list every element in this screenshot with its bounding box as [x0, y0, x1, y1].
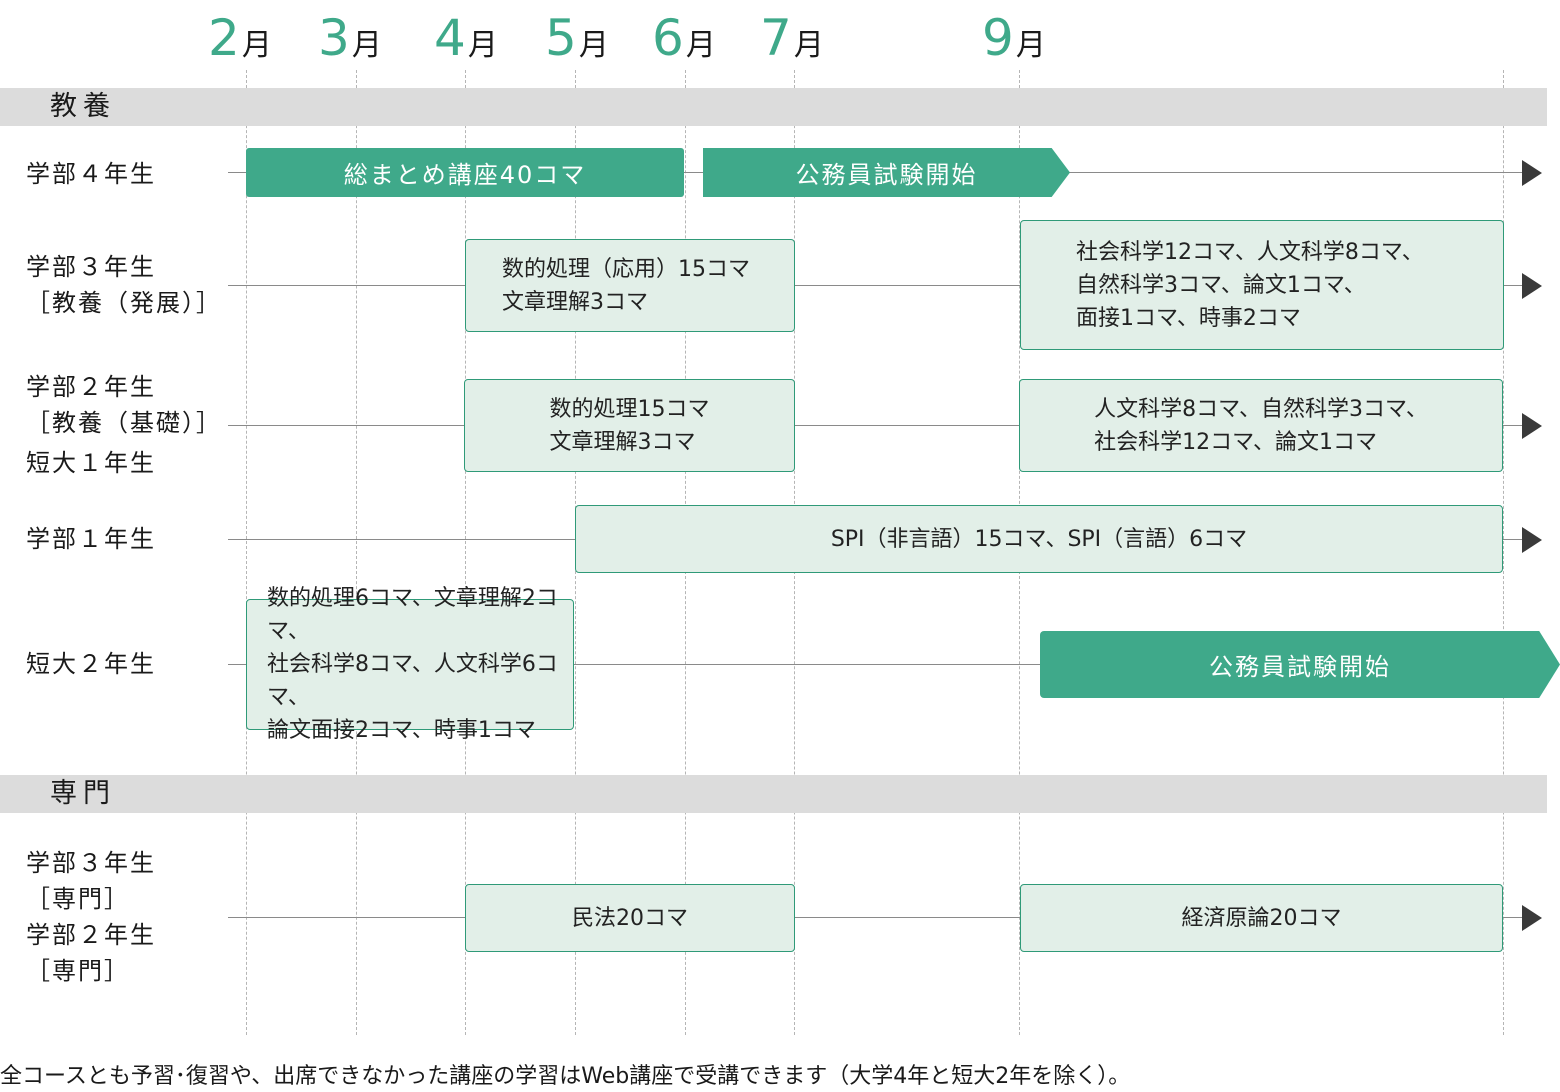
month-header-may: 5月 [545, 9, 609, 67]
section-band-senmon: 専門 [0, 775, 1547, 813]
timeline-line [228, 425, 1523, 426]
gridline-mar [356, 70, 357, 1035]
month-header-apr: 4月 [434, 9, 498, 67]
gridline-apr [465, 70, 466, 1035]
row-label-year2-basic: 学部２年生［教養（基礎）］短大１年生 [26, 373, 222, 477]
arrow-right-icon [1522, 160, 1542, 186]
section-title: 専門 [50, 778, 116, 809]
course-box: 数的処理6コマ、文章理解2コマ、社会科学8コマ、人文科学6コマ、論文面接2コマ、… [246, 586, 574, 743]
month-header-feb: 2月 [208, 9, 272, 67]
row-label-year3-advanced: 学部３年生［教養（発展）］ [26, 253, 222, 317]
timeline-line [228, 917, 1523, 918]
gridline-feb [246, 70, 247, 1035]
section-title: 教養 [50, 91, 116, 122]
timeline-line [228, 285, 1523, 286]
gridline-end [1503, 70, 1504, 1035]
exam-start-flag: 公務員試験開始 [703, 148, 1070, 197]
section-band-kyoyo: 教養 [0, 88, 1547, 126]
month-header-mar: 3月 [318, 9, 382, 67]
course-box: 社会科学12コマ、人文科学8コマ、自然科学3コマ、論文1コマ、面接1コマ、時事2… [1020, 220, 1504, 350]
course-box: 数的処理（応用）15コマ文章理解3コマ [465, 239, 795, 332]
course-box-civil-law: 民法20コマ [465, 884, 795, 952]
exam-start-flag: 公務員試験開始 [1040, 631, 1560, 698]
course-box-spi: SPI（非言語）15コマ、SPI（言語）6コマ [575, 505, 1503, 573]
course-box-economics: 経済原論20コマ [1020, 884, 1503, 952]
timeline-line [228, 664, 1540, 665]
month-header-jun: 6月 [652, 9, 716, 67]
footnote: 全コースとも予習･復習や、出席できなかった講座の学習はWeb講座で受講できます（… [0, 1064, 1131, 1089]
course-bar-summary: 総まとめ講座40コマ [246, 148, 684, 197]
month-header-sep: 9月 [982, 9, 1046, 67]
course-box: 人文科学8コマ、自然科学3コマ、社会科学12コマ、論文1コマ [1019, 379, 1503, 472]
course-box: 数的処理15コマ文章理解3コマ [464, 379, 795, 472]
row-label-junior2: 短大２年生 [26, 650, 156, 678]
arrow-right-icon [1522, 413, 1542, 439]
row-label-year4: 学部４年生 [26, 160, 156, 188]
month-header-jul: 7月 [760, 9, 824, 67]
arrow-right-icon [1522, 905, 1542, 931]
row-label-year1: 学部１年生 [26, 525, 156, 553]
arrow-right-icon [1522, 273, 1542, 299]
arrow-right-icon [1522, 527, 1542, 553]
row-label-specialty: 学部３年生［専門］学部２年生［専門］ [26, 849, 156, 985]
